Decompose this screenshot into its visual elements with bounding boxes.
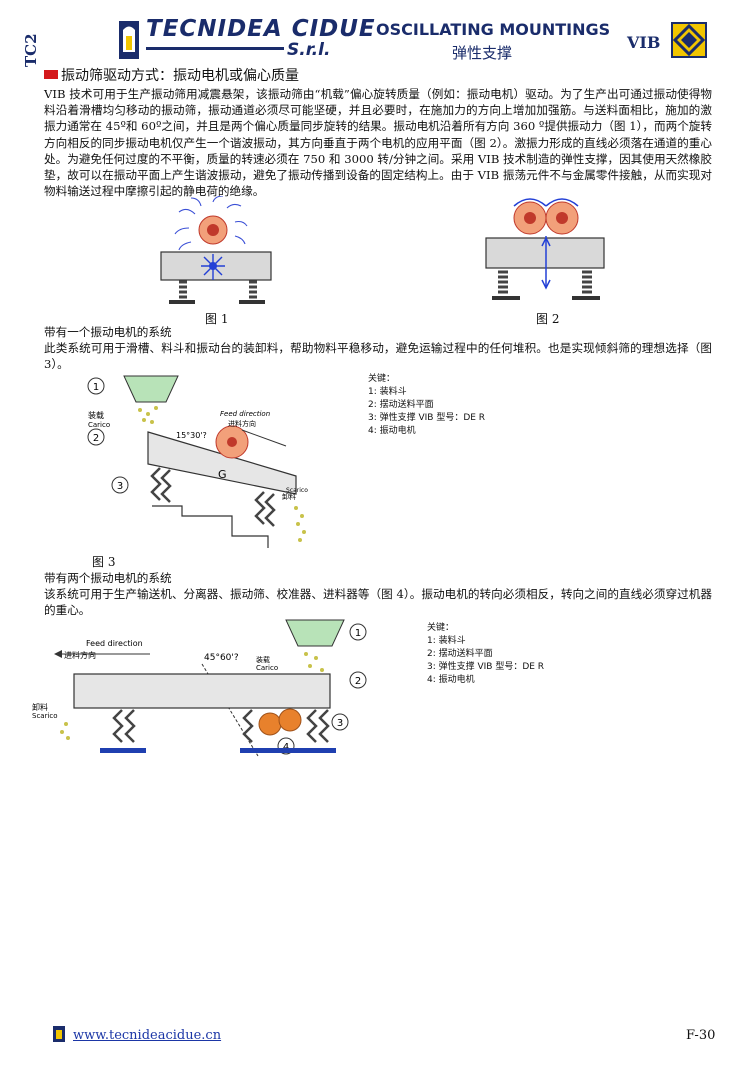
fig3-feed-cn: 进料方向 [228,419,256,428]
page-number: F-30 [686,1028,716,1043]
legend-figure-3: 关键： 1: 装料斗 2: 摆动送料平面 3: 弹性支撑 VIB 型号：DE R… [368,373,485,438]
fig4-load-en: Carico [256,664,278,672]
callout-3: 3 [117,481,123,492]
figure-3-diagram: 1 2 装载 Carico G 15°30'? Feed direction 进… [87,375,308,548]
figure-2-label: 图 2 [536,312,560,326]
brand-name: TECNIDEA CIDUE [146,16,376,42]
fig3-load-cn: 装载 [88,410,104,420]
legend-item: 3: 弹性支撑 VIB 型号：DE R [427,662,545,672]
subsection-2-body: 该系统可用于生产输送机、分离器、振动筛、校准器、进料器等（图 4）。振动电机的转… [44,587,712,618]
brand-suffix: S.r.l. [287,40,331,60]
section-title: 振动筛驱动方式：振动电机或偏心质量 [61,68,299,84]
header-title: OSCILLATING MOUNTINGS [376,20,611,39]
callout-4: 4 [283,742,289,753]
brand-logo-icon [119,21,139,59]
legend-item: 1: 装料斗 [368,387,407,397]
callout-1: 1 [93,382,99,393]
brand-underline [146,47,284,50]
legend-item: 2: 摆动送料平面 [427,649,493,659]
intro-paragraph: VIB 技术可用于生产振动筛用减震悬架，该振动筛由“机载”偏心旋转质量（例如：振… [44,87,712,199]
figure-2-diagram [485,198,605,300]
product-code: VIB [627,33,661,52]
fig3-feed-en: Feed direction [220,410,270,418]
legend-title: 关键： [368,374,396,384]
subsection-1-body: 此类系统可用于滑槽、料斗和振动台的装卸料，帮助物料平稳移动，避免运输过程中的任何… [44,341,712,372]
legend-item: 1: 装料斗 [427,636,466,646]
fig4-unload-cn: 卸料 [32,702,48,712]
callout-2: 2 [355,676,361,687]
figure-4-diagram: 1 Feed direction 进料方向 45°60'? 装载 Carico … [32,619,367,757]
subsection-1-title: 带有一个振动电机的系统 [44,325,172,339]
fig3-unload-cn: 卸料 [282,492,296,501]
fig4-load-cn: 装载 [256,655,270,664]
header-subtitle: 弹性支撑 [452,44,513,62]
figure-1-diagram [160,196,272,304]
legend-item: 4: 振动电机 [368,426,416,436]
fig3-g: G [218,468,227,481]
legend-item: 4: 振动电机 [427,675,475,685]
subsection-2-title: 带有两个振动电机的系统 [44,571,172,585]
fig4-angle: 45°60'? [204,653,239,663]
callout-3: 3 [337,718,343,729]
fig4-unload-en: Scarico [32,712,58,720]
legend-item: 3: 弹性支撑 VIB 型号：DE R [368,413,486,423]
side-code: TC2 [22,33,40,67]
callout-1: 1 [355,628,361,639]
fig3-unload-en: Scarico [286,487,308,494]
fig3-load-en: Carico [88,421,110,429]
figure-1-label: 图 1 [205,312,229,326]
fig4-feed-cn: 进料方向 [64,650,96,660]
website-link[interactable]: www.tecnideacidue.cn [73,1028,222,1043]
china-flag-icon [44,70,58,79]
legend-figure-4: 关键： 1: 装料斗 2: 摆动送料平面 3: 弹性支撑 VIB 型号：DE R… [427,622,544,687]
figure-3-label: 图 3 [92,555,116,569]
legend-item: 2: 摆动送料平面 [368,400,434,410]
footer-logo-icon [53,1026,65,1042]
fig4-feed-en: Feed direction [86,639,143,648]
fig3-angle: 15°30'? [176,431,207,440]
callout-2: 2 [93,433,99,444]
legend-title: 关键： [427,623,455,633]
vib-diamond-icon [671,22,707,58]
